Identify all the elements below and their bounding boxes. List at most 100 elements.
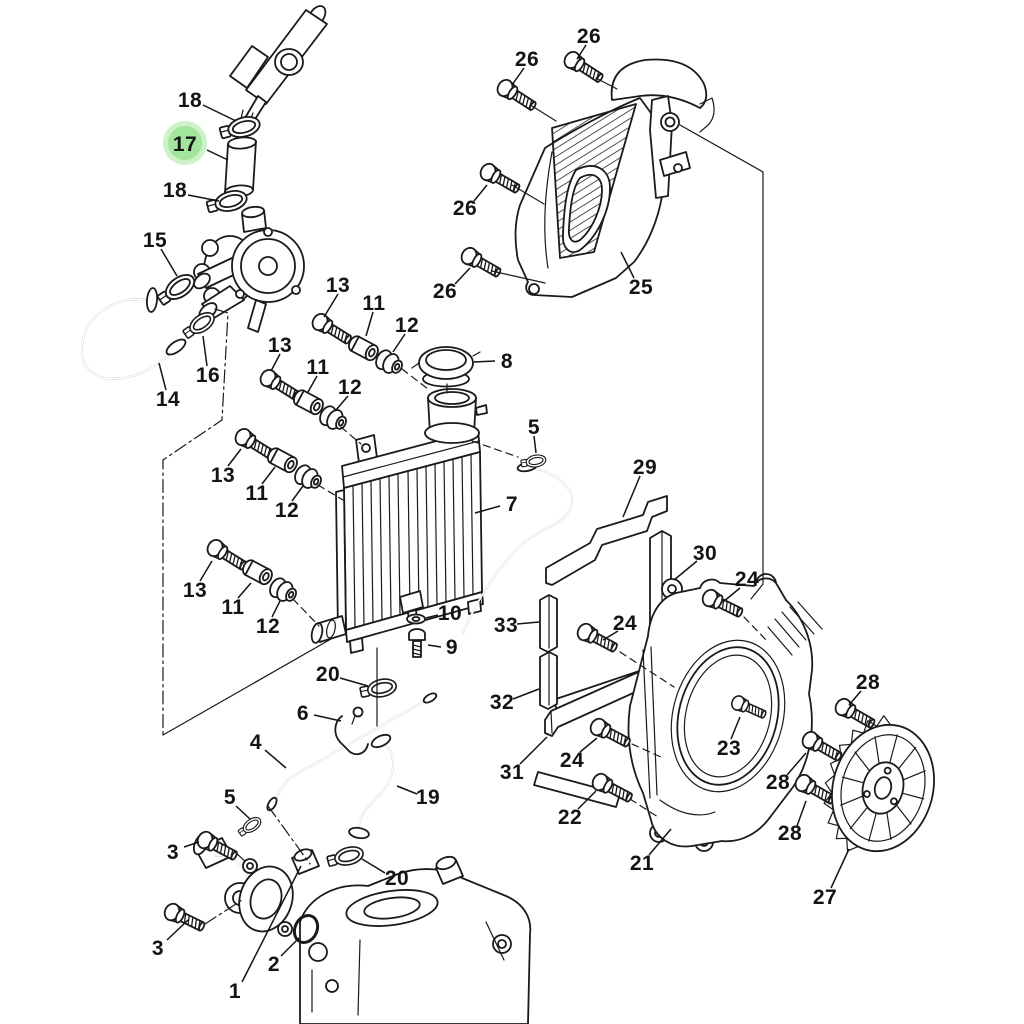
bolt-guide-lines	[491, 77, 618, 284]
leader-line	[280, 937, 300, 957]
leader-line	[730, 716, 741, 740]
part-label-5: 5	[224, 786, 236, 809]
leader-line	[602, 630, 619, 641]
washer-10	[406, 613, 426, 625]
fan-cover-illustration	[514, 58, 715, 298]
leader-line	[183, 841, 200, 848]
part-label-10: 10	[438, 602, 462, 625]
radiator-cap-8	[411, 346, 481, 394]
part-label-25: 25	[629, 276, 653, 299]
leader-line	[206, 149, 229, 161]
part-label-6: 6	[297, 702, 309, 725]
part-label-24: 24	[560, 749, 584, 772]
leader-line	[577, 790, 597, 810]
part-label-15: 15	[143, 229, 167, 252]
part-label-16: 16	[196, 364, 220, 387]
leader-line	[474, 505, 501, 514]
water-hose-14	[81, 287, 187, 380]
leader-line	[335, 395, 349, 411]
part-label-21: 21	[630, 852, 654, 875]
leader-line	[313, 714, 342, 722]
leader-line	[512, 688, 540, 700]
leader-line	[576, 44, 587, 60]
part-label-13: 13	[211, 464, 235, 487]
water-pipe-4	[266, 692, 438, 812]
leader-line	[796, 800, 807, 827]
crankcase-cover-illustration	[627, 573, 823, 852]
water-hose-19	[348, 733, 394, 840]
collar-11-c	[264, 445, 301, 476]
part-label-3: 3	[152, 937, 164, 960]
part-label-13: 13	[268, 334, 292, 357]
thermostat-housing-illustration	[193, 205, 305, 333]
part-label-29: 29	[633, 456, 657, 479]
leader-line	[227, 448, 242, 467]
mount-guide-dashes	[292, 368, 429, 627]
bolt-28-c	[791, 771, 839, 809]
bolt-13-a	[308, 310, 356, 349]
clamp-guide-dash	[471, 440, 519, 458]
bolt-28-a	[831, 695, 879, 733]
leader-line	[264, 749, 287, 769]
pipe-bracket-6	[334, 706, 369, 756]
part-label-26: 26	[453, 197, 477, 220]
bolt-26-a	[493, 76, 540, 116]
leader-line	[396, 785, 418, 795]
hose-clamp-20-upper	[358, 675, 399, 702]
leader-line	[473, 184, 488, 202]
part-label-26: 26	[515, 48, 539, 71]
bolt-3-b	[161, 900, 209, 936]
leader-line	[673, 560, 698, 581]
part-label-19: 19	[416, 786, 440, 809]
construction-lines	[162, 124, 764, 865]
part-label-12: 12	[395, 314, 419, 337]
leader-line	[533, 435, 537, 454]
part-label-24: 24	[613, 612, 637, 635]
bolt-26-b	[560, 48, 607, 88]
part-label-26: 26	[577, 25, 601, 48]
leader-line	[202, 335, 208, 367]
part-label-11: 11	[306, 356, 329, 379]
pump-bolt-axes	[204, 851, 248, 925]
part-label-28: 28	[766, 771, 790, 794]
part-label-31: 31	[500, 761, 524, 784]
part-label-20: 20	[316, 663, 340, 686]
part-label-12: 12	[256, 615, 280, 638]
part-label-28: 28	[778, 822, 802, 845]
leader-line	[160, 248, 178, 277]
part-label-11: 11	[221, 596, 244, 619]
part-label-14: 14	[156, 388, 180, 411]
part-label-18: 18	[178, 89, 202, 112]
part-label-23: 23	[717, 737, 741, 760]
leader-line	[270, 353, 281, 372]
leader-line	[425, 614, 439, 619]
part-label-9: 9	[446, 636, 458, 659]
damper-12-c	[291, 461, 326, 494]
throttle-joint-illustration	[229, 5, 328, 125]
leader-line	[323, 293, 339, 318]
part-label-32: 32	[490, 691, 514, 714]
engine-case-illustration	[299, 855, 532, 1024]
part-label-11: 11	[245, 482, 268, 505]
drain-bolt-9	[408, 628, 426, 658]
part-label-3: 3	[167, 841, 179, 864]
radiator-illustration	[310, 388, 488, 654]
leader-line	[392, 333, 406, 353]
part-label-7: 7	[506, 493, 518, 516]
leader-line	[291, 485, 304, 502]
leader-line	[237, 582, 252, 599]
leader-line	[235, 805, 251, 820]
leader-line	[648, 828, 672, 856]
part-label-24: 24	[735, 568, 759, 591]
leader-line	[361, 858, 386, 874]
leader-line	[830, 848, 850, 889]
leader-line	[786, 752, 807, 776]
collar-11-b	[290, 387, 327, 418]
part-label-33: 33	[494, 614, 518, 637]
collar-11-d	[239, 557, 276, 588]
leader-line	[516, 621, 540, 625]
water-pump-illustration	[192, 832, 320, 937]
part-label-17: 17	[173, 133, 197, 156]
pipe-clamp-5-upper	[519, 452, 548, 470]
